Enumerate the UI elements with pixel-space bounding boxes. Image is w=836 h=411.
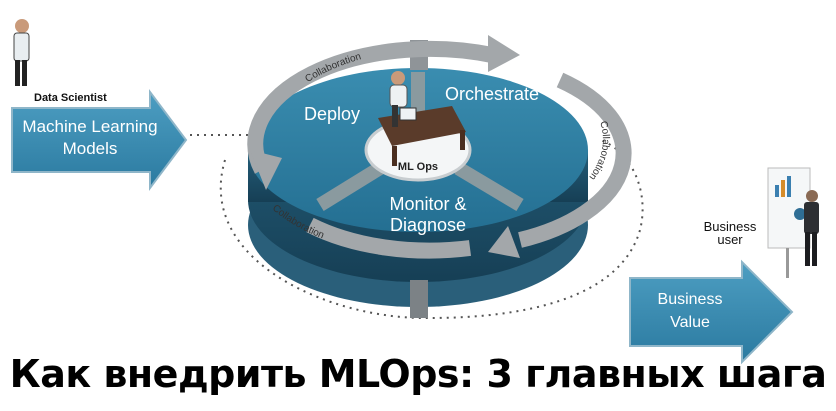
right-arrow	[629, 259, 794, 365]
segment-monitor: Monitor &	[389, 194, 466, 214]
left-arrow	[11, 89, 188, 191]
left-arrow-line2: Models	[63, 139, 118, 158]
dotted-connector	[190, 134, 644, 320]
ring-label-right: Collaboration	[587, 120, 611, 182]
left-arrow-line1: Machine Learning	[22, 117, 157, 136]
right-arrow-line2: Value	[670, 314, 710, 331]
right-arrow-line1: Business	[658, 291, 723, 308]
whiteboard-icon	[767, 167, 811, 278]
segment-deploy: Deploy	[304, 104, 360, 124]
person-icon	[389, 71, 408, 127]
left-role-label: Data Scientist	[34, 92, 107, 104]
segment-dividers	[316, 72, 524, 212]
segment-diagnose: Diagnose	[390, 215, 466, 235]
segment-orchestrate: Orchestrate	[445, 84, 539, 104]
desk-icon	[378, 106, 466, 166]
collaboration-ring	[247, 40, 632, 259]
right-role-line1: Business	[704, 219, 757, 234]
right-role-line2: user	[717, 232, 743, 247]
page-caption: Как внедрить MLOps: 3 главных шага	[9, 352, 827, 396]
center-label: ML Ops	[398, 161, 438, 173]
person-icon	[804, 190, 819, 266]
person-icon	[13, 19, 30, 86]
ring-arrowheads	[250, 35, 520, 258]
